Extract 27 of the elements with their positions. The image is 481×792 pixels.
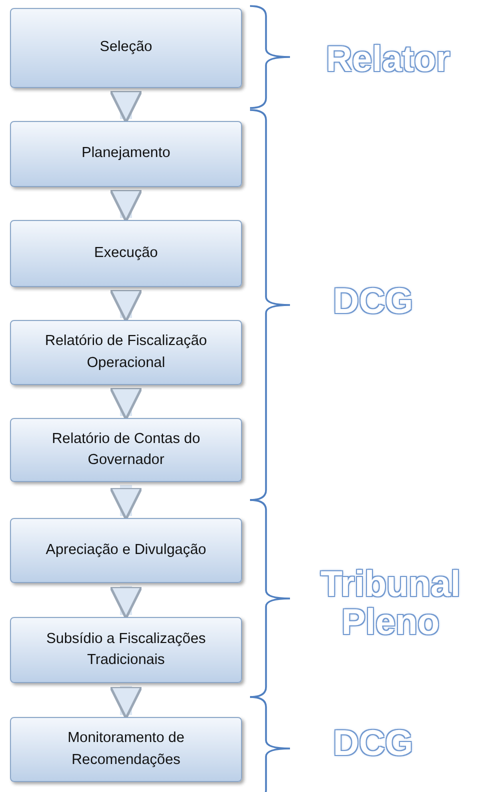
step-label: Monitoramento de Recomendações [66,729,186,770]
process-box [10,320,242,385]
step-label: Planejamento [82,144,170,164]
step-label: Apreciação e Divulgação [46,540,206,560]
step-label: Relatório de Fiscalização Operacional [44,332,208,372]
down-arrow [109,90,143,124]
process-box [10,8,242,88]
process-box [10,617,242,683]
down-arrow [109,288,143,322]
step-label: Relatório de Contas do Governador [50,430,202,470]
process-box [10,121,242,187]
group-label: Tribunal Pleno [318,565,462,641]
group-label: Relator [324,40,452,78]
process-box [10,518,242,583]
down-arrow [109,485,143,520]
process-box [10,220,242,287]
down-arrow [109,386,143,420]
down-arrow [109,188,143,222]
group-label: DCG [332,282,414,320]
step-label: Execução [94,244,158,263]
step-label: Subsídio a Fiscalizações Tradicionais [45,630,207,670]
process-box [10,717,242,782]
down-arrow [109,686,143,720]
process-box [10,418,242,482]
step-label: Seleção [100,38,152,58]
group-label: DCG [332,724,414,762]
down-arrow [109,586,143,620]
